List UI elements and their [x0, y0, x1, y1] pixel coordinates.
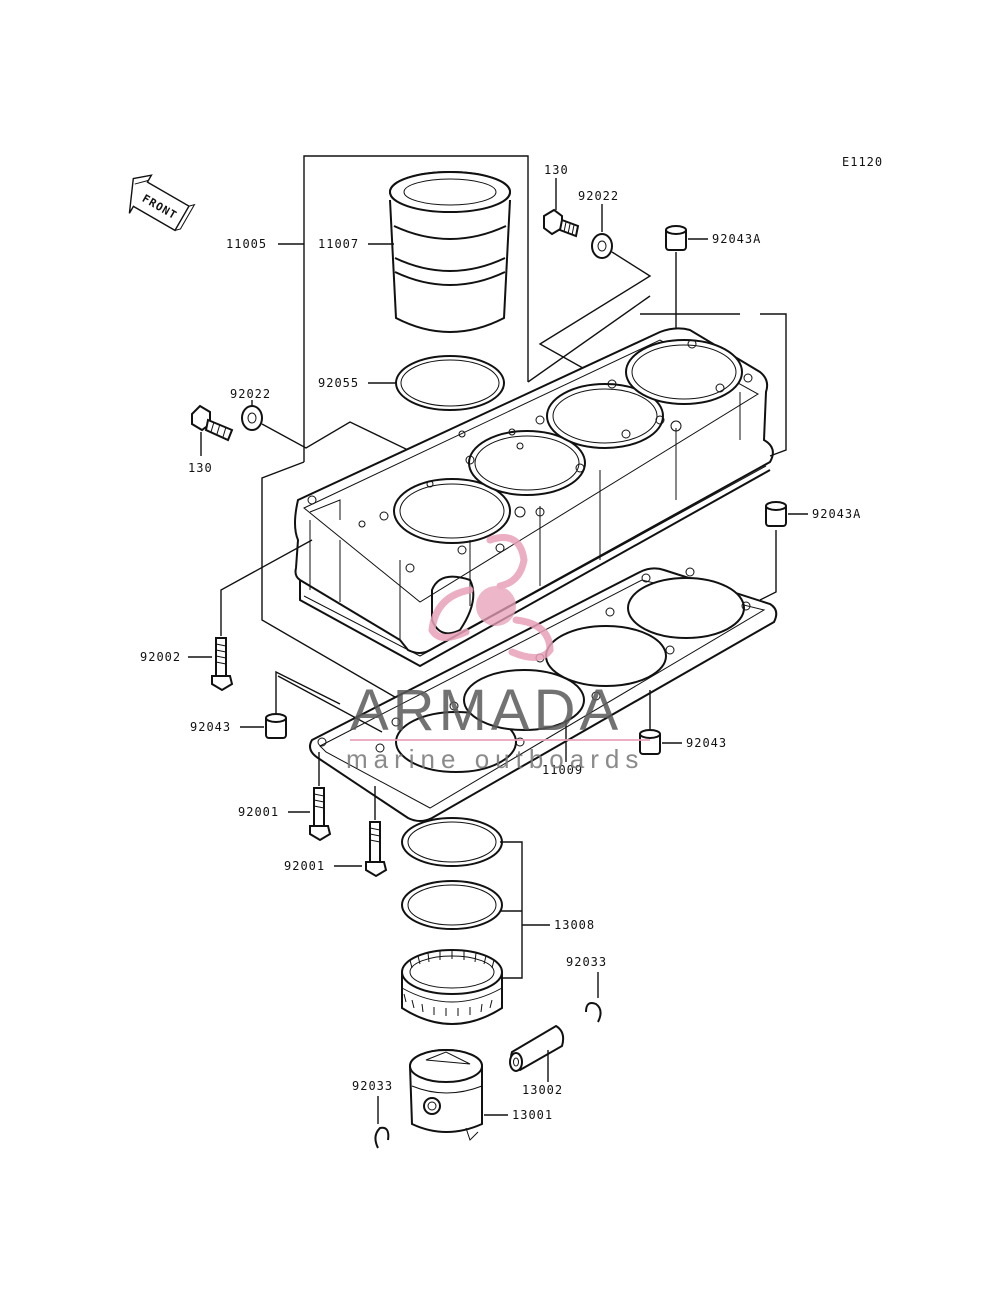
label-11007: 11007 [318, 237, 359, 251]
cylinder-base-gasket [309, 567, 778, 822]
bracket-11005 [261, 155, 651, 701]
label-92043a-top: 92043A [712, 232, 761, 246]
dowel-92043-left [265, 713, 287, 739]
watermark-tagline: marine outboards [346, 744, 644, 774]
label-92001-a: 92001 [238, 805, 279, 819]
label-92055: 92055 [318, 376, 359, 390]
circlip-92033-right [585, 1002, 602, 1023]
circlip-92033-left [374, 1126, 390, 1149]
label-92043-left: 92043 [190, 720, 231, 734]
piston [409, 1049, 483, 1141]
label-92002: 92002 [140, 650, 181, 664]
washer-92022-top [591, 233, 613, 259]
piston-pin [509, 1024, 565, 1072]
oil-ring [401, 949, 503, 1025]
watermark-brand: ARMADA [350, 678, 622, 743]
washer-92022-left [241, 405, 263, 431]
diagram-code: E1120 [842, 155, 883, 169]
bolt-130-top [543, 208, 580, 238]
bolt-92002 [211, 637, 234, 692]
o-ring [395, 355, 505, 411]
label-92022-left: 92022 [230, 387, 271, 401]
label-13002: 13002 [522, 1083, 563, 1097]
label-130-left: 130 [188, 461, 213, 475]
label-92033-left: 92033 [352, 1079, 393, 1093]
piston-ring-top [401, 817, 503, 867]
dowel-92043a-right [765, 501, 787, 527]
label-13001: 13001 [512, 1108, 553, 1122]
label-11005: 11005 [226, 237, 267, 251]
bolt-92001-a [309, 787, 332, 842]
label-92001-b: 92001 [284, 859, 325, 873]
dowel-92043-right [639, 729, 661, 755]
cylinder-block [294, 327, 774, 668]
bolt-130-left [191, 404, 234, 442]
label-92022-top: 92022 [578, 189, 619, 203]
dowel-92043a-top [665, 225, 687, 251]
bolt-92001-b [365, 821, 388, 878]
watermark-logo-icon [428, 534, 554, 661]
front-arrow-icon: FRONT [128, 174, 196, 232]
label-92043-right: 92043 [686, 736, 727, 750]
label-92033-right: 92033 [566, 955, 607, 969]
label-92043a-right: 92043A [812, 507, 861, 521]
cylinder-sleeve [389, 171, 511, 333]
label-13008: 13008 [554, 918, 595, 932]
piston-ring-second [401, 880, 503, 930]
label-11009: 11009 [542, 763, 583, 777]
label-130-top: 130 [544, 163, 569, 177]
watermark: ARMADA marine outboards [346, 534, 650, 774]
